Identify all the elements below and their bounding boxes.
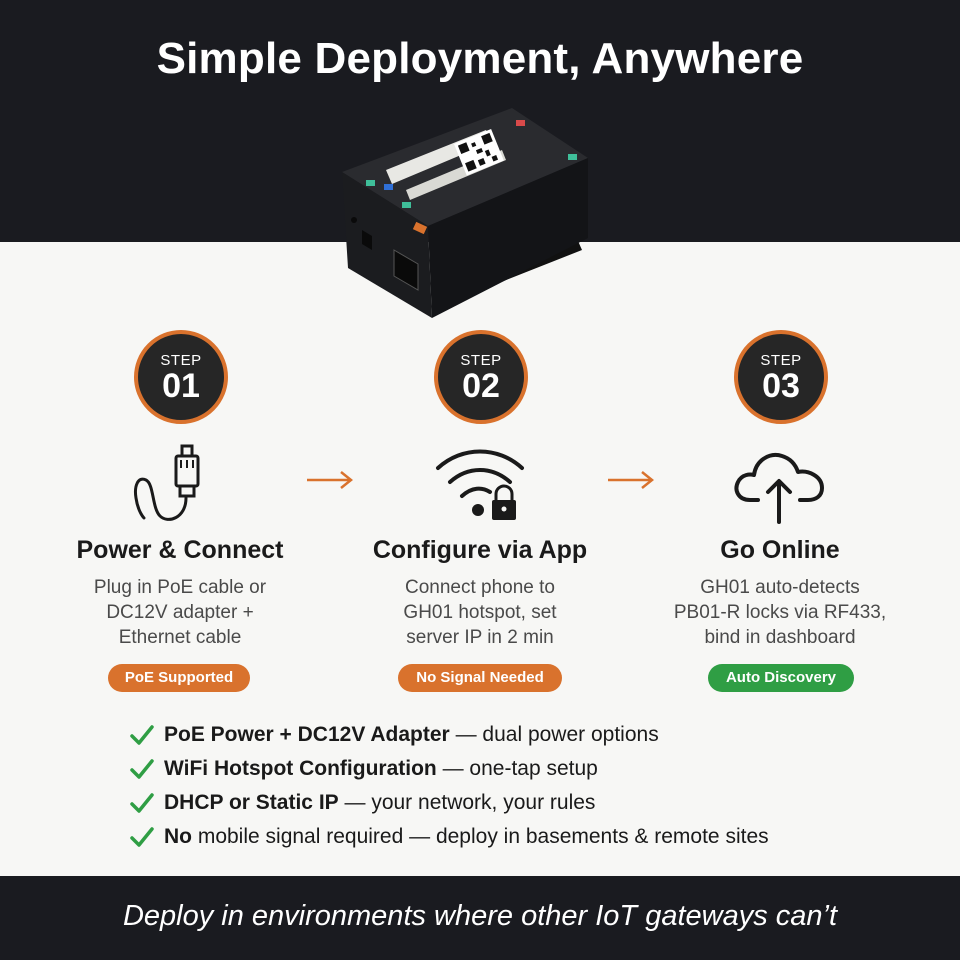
feature-item: PoE Power + DC12V Adapter — dual power o… (128, 720, 888, 754)
check-icon (130, 759, 154, 779)
feature-text: — dual power options (449, 723, 659, 746)
feature-bold-text: PoE Power + DC12V Adapter (164, 723, 450, 746)
step-2-badge: STEP 02 (434, 330, 528, 424)
step-2-number: 02 (462, 367, 500, 405)
gateway-device-image (342, 108, 588, 318)
cloud-upload-icon (734, 453, 824, 524)
steps-section: STEP 01 Power & Connect Plug in PoE cabl… (0, 330, 960, 700)
step-1-number: 01 (162, 367, 200, 405)
step-1-word: STEP (160, 352, 202, 369)
step-2-desc-line: Connect phone to (404, 577, 555, 598)
step-1-desc-line: Plug in PoE cable or (93, 577, 267, 598)
step-2-title: Configure via App (372, 536, 588, 564)
feature-bold-text: WiFi Hotspot Configuration (164, 757, 437, 780)
page-title: Simple Deployment, Anywhere (156, 34, 804, 83)
check-icon (130, 827, 154, 847)
step-3-word: STEP (760, 352, 802, 369)
step-2-word: STEP (460, 352, 502, 369)
step-3-desc-line: bind in dashboard (704, 627, 856, 648)
step-1-badge: STEP 01 (134, 330, 228, 424)
feature-text: — one-tap setup (436, 757, 598, 780)
footer-tagline: Deploy in environments where other IoT g… (122, 900, 838, 932)
step-3-badge: STEP 03 (734, 330, 828, 424)
feature-item: No mobile signal required — deploy in ba… (128, 822, 888, 856)
feature-bold-text: DHCP or Static IP (164, 791, 339, 814)
step-1-description: Plug in PoE cable or DC12V adapter + Eth… (50, 575, 310, 650)
no-signal-needed-badge: No Signal Needed (398, 664, 562, 692)
step-2-desc-line: server IP in 2 min (406, 627, 554, 648)
check-icon (130, 725, 154, 745)
feature-item: DHCP or Static IP — your network, your r… (128, 788, 888, 822)
poe-supported-badge: PoE Supported (108, 664, 250, 692)
step-1-desc-line: Ethernet cable (118, 627, 242, 648)
check-icon (130, 793, 154, 813)
step-1-title: Power & Connect (76, 536, 284, 564)
arrow-right-icon (307, 471, 354, 489)
step-2-description: Connect phone to GH01 hotspot, set serve… (350, 575, 610, 650)
step-3-number: 03 (762, 367, 800, 405)
step-2-desc-line: GH01 hotspot, set (403, 602, 557, 623)
feature-bold-text: No (164, 825, 192, 848)
footer-band: Deploy in environments where other IoT g… (0, 876, 960, 960)
auto-discovery-badge: Auto Discovery (708, 664, 854, 692)
feature-text: — your network, your rules (338, 791, 596, 814)
step-3-description: GH01 auto-detects PB01-R locks via RF433… (650, 575, 910, 650)
step-3-desc-line: GH01 auto-detects (700, 577, 860, 598)
step-3-desc-line: PB01-R locks via RF433, (673, 602, 887, 623)
ethernet-cable-icon (134, 444, 200, 521)
feature-text: mobile signal required — deploy in basem… (192, 825, 769, 848)
wifi-lock-icon (436, 449, 524, 520)
feature-list: PoE Power + DC12V Adapter — dual power o… (128, 720, 888, 856)
feature-item: WiFi Hotspot Configuration — one-tap set… (128, 754, 888, 788)
arrow-right-icon (608, 471, 655, 489)
step-3-title: Go Online (720, 536, 840, 564)
step-1-desc-line: DC12V adapter + (106, 602, 254, 623)
